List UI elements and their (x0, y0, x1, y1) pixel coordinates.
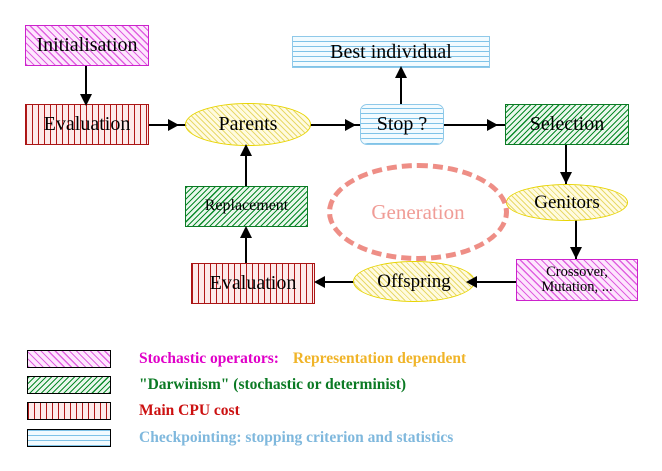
node-evaluation-top-label: Evaluation (43, 113, 131, 135)
hatch-blue (28, 429, 110, 446)
legend-label-darwinism: "Darwinism" (stochastic or determinist) (139, 375, 407, 393)
legend-swatch-green-diagonal-hatch (27, 375, 111, 394)
node-replacement-label: Replacement (204, 197, 289, 215)
node-parents-label: Parents (218, 113, 278, 135)
edge-eval-to-replacement (245, 230, 247, 264)
node-selection-label: Selection (529, 113, 605, 135)
arrowhead-stop-to-selection (487, 119, 498, 131)
legend-text-stochastic: Stochastic operators: Representation depe… (139, 350, 466, 368)
node-stop[interactable]: Stop ? (360, 104, 444, 145)
hatch-magenta (28, 350, 110, 367)
hatch-yellow (507, 185, 627, 220)
edge-stop-to-selection (443, 124, 507, 126)
node-parents[interactable]: Parents (185, 103, 311, 146)
node-generation-label: Generation (371, 199, 465, 224)
hatch-green (506, 105, 628, 144)
legend-row-checkpointing: Checkpointing: stopping criterion and st… (27, 427, 453, 448)
node-evaluation-top[interactable]: Evaluation (25, 104, 149, 145)
edge-offspring-to-eval (316, 281, 360, 283)
node-best-individual-label: Best individual (330, 40, 452, 63)
legend-swatch-red-vertical-hatch (27, 401, 111, 420)
node-initialisation-label: Initialisation (36, 34, 138, 56)
legend-row-stochastic: Stochastic operators: Representation depe… (27, 348, 466, 369)
arrowhead-stop-to-best (395, 66, 407, 78)
node-selection[interactable]: Selection (505, 104, 629, 145)
legend-row-darwinism: "Darwinism" (stochastic or determinist) (27, 374, 406, 395)
node-stop-label: Stop ? (376, 113, 428, 135)
edge-replacement-to-parents (245, 148, 247, 186)
arrowhead-offspring-to-eval (314, 276, 325, 288)
legend-swatch-blue-horizontal-hatch (27, 428, 111, 447)
edge-init-to-eval (85, 66, 87, 100)
node-generation-group: Generation (327, 163, 509, 261)
edge-stop-to-best (400, 70, 402, 106)
legend-label-checkpointing: Checkpointing: stopping criterion and st… (139, 428, 454, 446)
legend-label-stochastic: Stochastic operators: (139, 349, 279, 367)
node-genitors-label: Genitors (534, 191, 600, 213)
legend-label-cpu: Main CPU cost (139, 401, 240, 419)
node-best-individual[interactable]: Best individual (292, 36, 490, 68)
arrowhead-replacement-to-parents (240, 144, 252, 156)
node-evaluation-bottom-label: Evaluation (209, 272, 297, 294)
edge-crossover-to-offspring (468, 281, 518, 283)
legend-label-representation: Representation dependent (292, 349, 467, 367)
arrowhead-selection-to-genitors (560, 172, 572, 184)
hatch-magenta (517, 260, 637, 300)
node-genitors[interactable]: Genitors (506, 184, 628, 221)
node-offspring[interactable]: Offspring (353, 261, 475, 302)
hatch-blue (361, 105, 443, 144)
arrowhead-init-to-eval (80, 94, 92, 106)
hatch-green (28, 376, 110, 393)
hatch-blue (293, 37, 489, 67)
legend-swatch-magenta-diagonal-hatch (27, 349, 111, 368)
arrowhead-eval-to-replacement (240, 226, 252, 238)
hatch-green (186, 187, 307, 226)
hatch-red (192, 264, 314, 303)
legend: Stochastic operators: Representation depe… (0, 338, 662, 458)
hatch-yellow (186, 104, 310, 145)
edge-genitors-to-crossover (575, 220, 577, 260)
hatch-red (26, 105, 148, 144)
node-crossover-mutation-label: Crossover, Mutation, ... (541, 263, 613, 295)
hatch-magenta (26, 26, 148, 65)
arrowhead-genitors-to-crossover (570, 247, 582, 259)
node-initialisation[interactable]: Initialisation (25, 25, 149, 66)
hatch-red (28, 402, 110, 419)
hatch-yellow (354, 262, 474, 301)
arrowhead-parents-to-stop (345, 119, 356, 131)
node-crossover-mutation[interactable]: Crossover, Mutation, ... (516, 259, 638, 301)
legend-row-cpu: Main CPU cost (27, 400, 240, 421)
node-evaluation-bottom[interactable]: Evaluation (191, 263, 315, 304)
arrowhead-crossover-to-offspring (466, 276, 477, 288)
arrowhead-eval-to-parents (168, 119, 179, 131)
node-replacement[interactable]: Replacement (185, 186, 308, 227)
node-offspring-label: Offspring (377, 270, 451, 292)
edge-selection-to-genitors (565, 145, 567, 185)
edge-parents-to-stop (310, 124, 362, 126)
